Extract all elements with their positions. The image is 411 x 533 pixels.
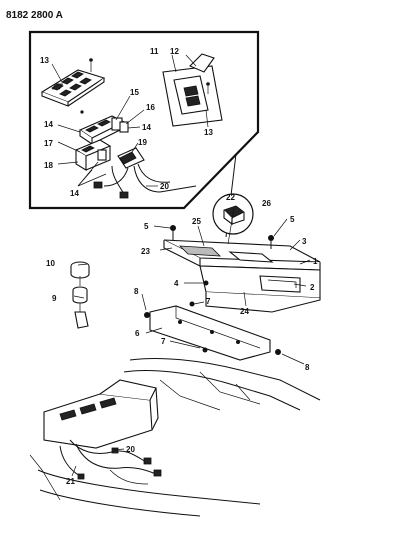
callout-14: 14 (44, 120, 53, 129)
callout-25: 25 (192, 217, 201, 226)
callout-3: 3 (302, 237, 307, 246)
callout-23: 23 (141, 247, 150, 256)
callout-7: 7 (161, 337, 166, 346)
floor-pan (123, 357, 321, 411)
callout-10: 10 (46, 259, 55, 268)
leader-lines (51, 54, 311, 477)
callout-5: 5 (144, 222, 149, 231)
callout-5: 5 (290, 215, 295, 224)
wiring-harness-inset (93, 147, 197, 199)
callout-7: 7 (206, 297, 211, 306)
callout-18: 18 (44, 161, 53, 170)
callout-14: 14 (70, 189, 79, 198)
switch-assembly-9-10 (70, 261, 90, 329)
callout-20: 20 (160, 182, 169, 191)
switch-bezel-13 (40, 58, 106, 107)
callout-15: 15 (130, 88, 139, 97)
callout-9: 9 (52, 294, 57, 303)
callout-8: 8 (134, 287, 139, 296)
callout-17: 17 (44, 139, 53, 148)
callout-26: 26 (262, 199, 271, 208)
switch-cluster-15-16 (78, 110, 129, 146)
document-number: 8182 2800 A (6, 10, 63, 21)
mounting-bracket-6 (149, 305, 271, 361)
callout-24: 24 (240, 307, 249, 316)
callout-20: 20 (126, 445, 135, 454)
switch-cluster-17-18 (74, 139, 112, 171)
console-top-1 (163, 239, 321, 271)
callout-22: 22 (226, 193, 235, 202)
callout-11: 11 (150, 47, 159, 56)
console-body-24 (199, 265, 321, 313)
callout-14: 14 (142, 123, 151, 132)
fasteners (144, 225, 281, 355)
callout-21: 21 (66, 477, 75, 486)
callout-1: 1 (313, 257, 318, 266)
callout-labels: 13 11 12 13 15 16 14 14 17 19 18 14 20 2… (40, 47, 318, 486)
bezel-assembly-11-12 (162, 53, 223, 127)
callout-12: 12 (170, 47, 179, 56)
callout-16: 16 (146, 103, 155, 112)
callout-2: 2 (310, 283, 315, 292)
callout-4: 4 (174, 279, 179, 288)
callout-6: 6 (135, 329, 140, 338)
callout-8: 8 (305, 363, 310, 372)
callout-19: 19 (138, 138, 147, 147)
callout-13: 13 (40, 56, 49, 65)
callout-13: 13 (204, 128, 213, 137)
installed-console-view (29, 379, 261, 517)
wiring-harness-installed (59, 439, 162, 480)
